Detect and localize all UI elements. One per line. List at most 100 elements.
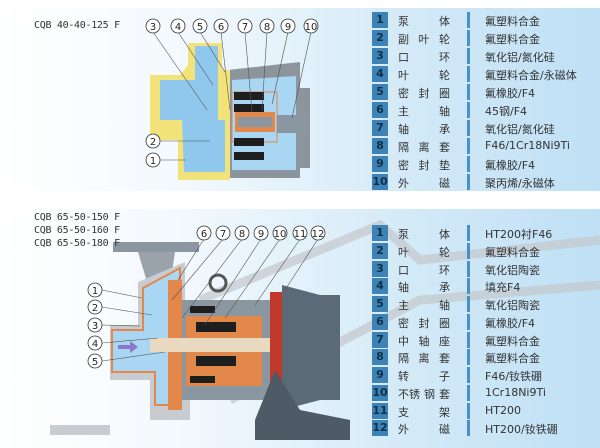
part-number: 7 xyxy=(372,120,388,136)
callout-number: 2 xyxy=(150,137,156,148)
part-name: 不锈钢套 xyxy=(398,386,450,402)
part-name: 外磁 xyxy=(398,421,450,437)
part-name-char: 外 xyxy=(398,423,409,437)
divider xyxy=(467,48,470,64)
part-number: 11 xyxy=(372,402,388,419)
divider xyxy=(467,120,470,136)
callout-circle xyxy=(310,225,326,241)
divider xyxy=(467,420,470,437)
part-row: 6 密封圈 氟橡胶/F4 xyxy=(372,313,598,330)
callout-number: 7 xyxy=(220,229,226,240)
part-row: 1 泵体 HT200衬F46 xyxy=(372,225,598,241)
divider xyxy=(467,242,470,259)
callout-circle xyxy=(280,18,296,34)
part-name-char: 密 xyxy=(398,159,409,172)
part-row: 1 泵体 氟塑料合金 xyxy=(372,12,598,28)
part-name-char: 钢 xyxy=(424,387,435,401)
part-name-char: 主 xyxy=(398,299,409,312)
part-name-char: 套 xyxy=(439,141,450,154)
part-row: 10 外磁 聚丙烯/永磁体 xyxy=(372,174,598,190)
callout-number: 10 xyxy=(274,229,287,240)
motor xyxy=(255,285,350,440)
divider xyxy=(467,84,470,100)
part-material: 填充F4 xyxy=(485,281,521,295)
divider xyxy=(467,313,470,330)
part-name-char: 密 xyxy=(398,316,409,330)
callout-number: 2 xyxy=(92,303,98,314)
callout-number: 6 xyxy=(218,22,224,33)
part-name-char: 泵 xyxy=(398,15,409,28)
part-row: 4 轴承 填充F4 xyxy=(372,278,598,295)
callout-number: 10 xyxy=(305,22,318,33)
callout-number: 11 xyxy=(294,229,307,240)
callout-number: 1 xyxy=(150,156,156,167)
part-row: 4 叶轮 氟塑料合金/永磁体 xyxy=(372,66,598,82)
part-name: 隔离套 xyxy=(398,139,450,155)
callout-circle xyxy=(272,225,288,241)
callout-number: 5 xyxy=(92,357,98,368)
part-number: 10 xyxy=(372,384,388,401)
part-name: 泵体 xyxy=(398,226,450,242)
part-material: 氟塑料合金/永磁体 xyxy=(485,69,577,82)
callout-circle xyxy=(87,282,103,298)
part-material: 45钢/F4 xyxy=(485,105,528,118)
part-name: 轴承 xyxy=(398,121,450,137)
part-name-char: 承 xyxy=(439,123,450,136)
part-number: 5 xyxy=(372,84,388,100)
part-name-char: 封 xyxy=(418,316,430,330)
part-name-char: 轴 xyxy=(418,334,430,348)
part-row: 12 外磁 HT200/钕铁硼 xyxy=(372,420,598,437)
part-name-char: 体 xyxy=(439,228,450,241)
part-name-char: 套 xyxy=(439,387,450,401)
part-material: 氟橡胶/F4 xyxy=(485,316,536,330)
callout-circle xyxy=(87,353,103,369)
part-name: 外磁 xyxy=(398,175,450,191)
part-name-char: 座 xyxy=(439,334,450,348)
part-name-char: 架 xyxy=(439,405,450,419)
shaft-and-magnet xyxy=(150,273,277,400)
callout-number: 8 xyxy=(264,22,270,33)
part-number: 3 xyxy=(372,260,388,277)
divider xyxy=(467,66,470,82)
part-name-char: 轴 xyxy=(439,299,450,312)
part-name-char: 套 xyxy=(439,352,450,366)
part-name-char: 轴 xyxy=(398,281,409,295)
divider xyxy=(467,138,470,154)
part-name-char: 封 xyxy=(418,87,430,100)
part-number: 1 xyxy=(372,12,388,28)
part-row: 3 口环 氧化铝陶瓷 xyxy=(372,260,598,277)
callout-number: 5 xyxy=(197,22,203,33)
part-name-char: 承 xyxy=(439,281,450,295)
part-name: 隔离套 xyxy=(398,350,450,366)
callout-number: 4 xyxy=(175,22,181,33)
part-row: 2 叶轮 氟塑料合金 xyxy=(372,242,598,260)
callout-circle xyxy=(145,18,161,34)
part-number: 2 xyxy=(372,30,388,46)
callout-circle xyxy=(87,335,103,351)
leader-lines xyxy=(152,31,312,161)
flow-arrow-icon xyxy=(118,341,138,353)
divider xyxy=(467,384,470,401)
part-number: 2 xyxy=(372,242,388,259)
part-row: 7 轴承 氧化铝/氮化硅 xyxy=(372,120,598,136)
part-name-char: 体 xyxy=(439,15,450,28)
divider xyxy=(467,367,470,383)
part-material: HT200 xyxy=(485,403,521,417)
part-name-char: 叶 xyxy=(418,33,430,46)
callout-number: 12 xyxy=(312,229,325,240)
divider xyxy=(467,12,470,28)
callout-number: 9 xyxy=(285,22,291,33)
inner-magnet xyxy=(231,91,307,160)
part-name: 叶轮 xyxy=(398,244,450,260)
divider xyxy=(467,174,470,190)
part-material: HT200/钕铁硼 xyxy=(485,423,558,437)
part-name: 口环 xyxy=(398,49,450,65)
divider xyxy=(467,331,470,348)
part-name-char: 圈 xyxy=(439,316,450,330)
part-row: 8 隔离套 F46/1Cr18Ni9Ti xyxy=(372,138,598,154)
callout-circle xyxy=(145,152,161,168)
part-row: 10 不锈钢套 1Cr18Ni9Ti xyxy=(372,384,598,402)
part-name: 中轴座 xyxy=(398,333,450,349)
part-row: 5 主轴 氧化铝陶瓷 xyxy=(372,296,598,312)
divider xyxy=(467,30,470,46)
